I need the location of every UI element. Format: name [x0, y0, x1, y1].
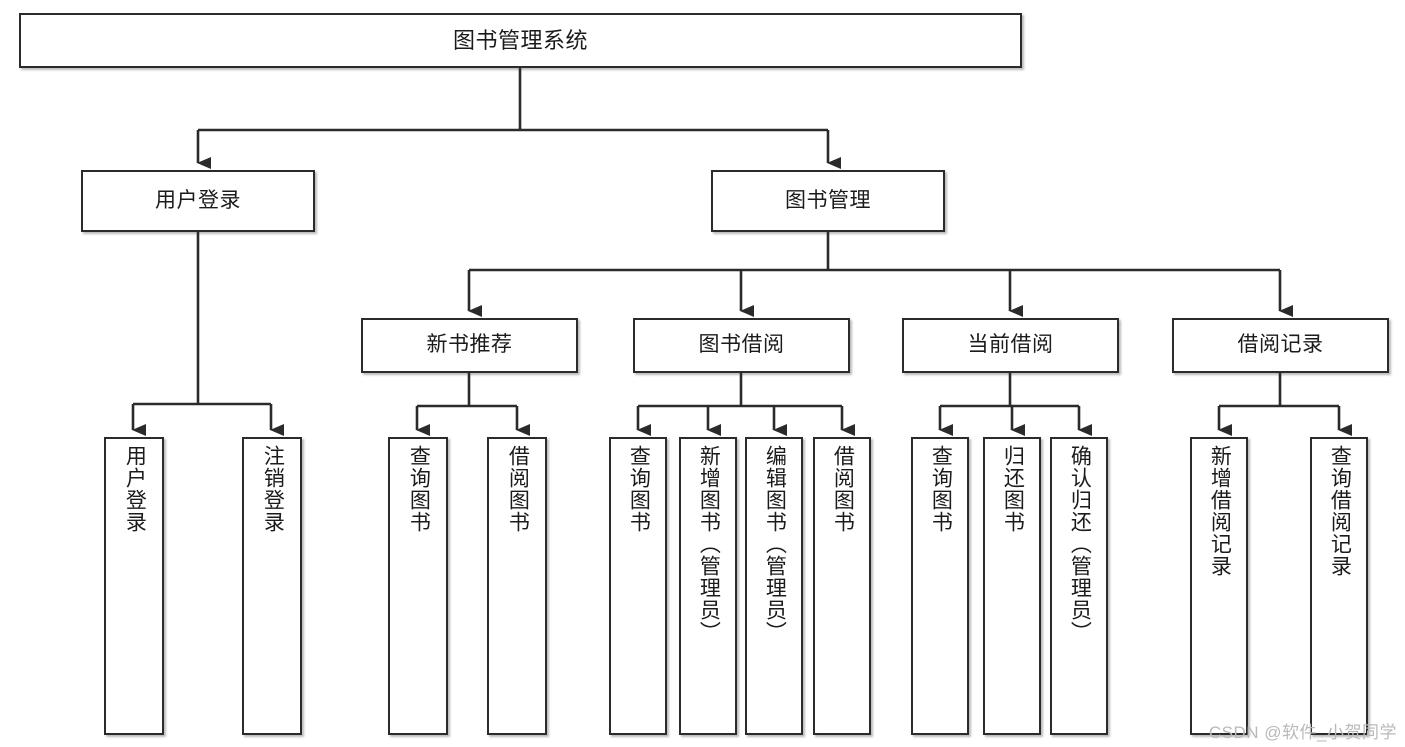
node-label: 查询图书	[929, 445, 953, 533]
node-label: 归还图书	[1001, 445, 1025, 533]
node-book-manage[interactable]: 图书管理	[711, 170, 945, 232]
node-label: 查询借阅记录	[1328, 445, 1352, 577]
node-label: 查询图书	[627, 445, 651, 533]
node-label: 用户登录	[123, 445, 147, 533]
node-leaf-query-book-3[interactable]: 查询图书	[911, 437, 969, 735]
node-current-borrow[interactable]: 当前借阅	[902, 318, 1119, 373]
node-user-login[interactable]: 用户登录	[81, 170, 315, 232]
node-label: 新增图书（管理员）	[697, 445, 721, 643]
node-leaf-return-book[interactable]: 归还图书	[983, 437, 1041, 735]
node-label: 新书推荐	[426, 333, 513, 357]
node-label: 注销登录	[261, 445, 285, 533]
node-leaf-borrow-book-1[interactable]: 借阅图书	[487, 437, 547, 735]
node-label: 查询图书	[407, 445, 431, 533]
node-label: 当前借阅	[967, 333, 1054, 357]
node-label: 图书借阅	[698, 333, 785, 357]
node-label: 借阅记录	[1237, 333, 1324, 357]
node-leaf-query-book-1[interactable]: 查询图书	[388, 437, 448, 735]
node-label: 借阅图书	[506, 445, 530, 533]
node-leaf-confirm-return[interactable]: 确认归还（管理员）	[1050, 437, 1108, 735]
node-leaf-edit-book-admin[interactable]: 编辑图书（管理员）	[745, 437, 803, 735]
watermark-text: CSDN @软件_小贺同学	[1208, 723, 1397, 742]
node-label: 用户登录	[155, 188, 241, 212]
node-leaf-query-record[interactable]: 查询借阅记录	[1310, 437, 1368, 735]
node-root-system[interactable]: 图书管理系统	[19, 13, 1022, 68]
node-leaf-query-book-2[interactable]: 查询图书	[609, 437, 667, 735]
node-leaf-add-record[interactable]: 新增借阅记录	[1190, 437, 1248, 735]
node-new-book-rec[interactable]: 新书推荐	[361, 318, 578, 373]
node-label: 确认归还（管理员）	[1068, 445, 1092, 643]
node-leaf-logout-login[interactable]: 注销登录	[242, 437, 302, 735]
node-leaf-user-login[interactable]: 用户登录	[104, 437, 164, 735]
node-book-borrow[interactable]: 图书借阅	[633, 318, 850, 373]
node-leaf-borrow-book-2[interactable]: 借阅图书	[813, 437, 871, 735]
node-borrow-record[interactable]: 借阅记录	[1172, 318, 1389, 373]
node-label: 编辑图书（管理员）	[763, 445, 787, 643]
node-label: 借阅图书	[831, 445, 855, 533]
node-label: 新增借阅记录	[1208, 445, 1232, 577]
node-leaf-add-book-admin[interactable]: 新增图书（管理员）	[679, 437, 737, 735]
node-label: 图书管理	[785, 188, 871, 212]
node-label: 图书管理系统	[452, 27, 588, 53]
